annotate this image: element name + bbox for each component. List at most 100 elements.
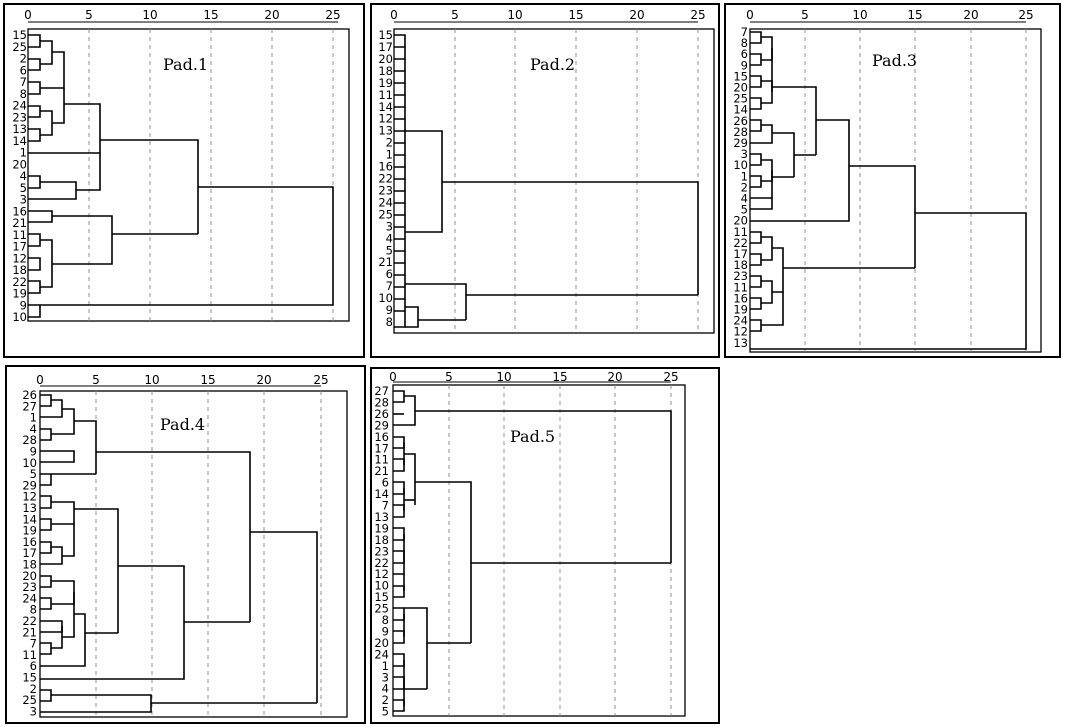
- leaf-label: 25: [733, 92, 748, 106]
- leaf-label: 25: [12, 40, 27, 54]
- leaf-label: 3: [30, 704, 37, 718]
- leaf-label: 12: [12, 251, 27, 265]
- leaf-label: 4: [382, 682, 389, 696]
- tick-label: 0: [390, 8, 398, 22]
- leaf-label: 4: [741, 192, 748, 206]
- leaf-label: 15: [22, 671, 37, 685]
- leaf-label: 13: [733, 336, 748, 350]
- leaf-label: 8: [386, 315, 393, 329]
- leaf-label: 3: [20, 193, 27, 207]
- tick-label: 25: [690, 8, 705, 22]
- x-ticks: 0 5 10 15 20 25: [36, 373, 328, 387]
- leaf-label: 14: [12, 134, 27, 148]
- leaf-label: 16: [378, 160, 393, 174]
- panel-frame: [370, 367, 720, 724]
- leaf-label: 21: [378, 255, 393, 269]
- leaf-label: 21: [22, 625, 37, 639]
- leaf-label: 5: [386, 243, 393, 257]
- leaf-label: 10: [378, 291, 393, 305]
- leaf-label: 20: [733, 81, 748, 95]
- tick-label: 0: [36, 373, 44, 387]
- leaf-label: 16: [733, 291, 748, 305]
- tick-label: 5: [451, 8, 459, 22]
- tick-label: 15: [200, 373, 215, 387]
- panel-title: Pad.2: [530, 55, 575, 74]
- leaf-label: 5: [382, 705, 389, 719]
- leaf-label: 17: [22, 546, 37, 560]
- panel-pad2: 0 5 10 15 20 25 Pad.2 151720181911141213…: [370, 3, 720, 358]
- leaf-label: 6: [30, 659, 37, 673]
- leaf-label: 13: [374, 510, 389, 524]
- leaf-label: 19: [733, 303, 748, 317]
- tick-label: 20: [256, 373, 271, 387]
- leaf-label: 14: [733, 103, 748, 117]
- leaf-label: 12: [374, 567, 389, 581]
- panel-title: Pad.3: [872, 51, 917, 70]
- leaf-label: 20: [378, 52, 393, 66]
- leaf-label: 15: [374, 590, 389, 604]
- leaf-label: 4: [386, 231, 393, 245]
- leaf-label: 20: [22, 569, 37, 583]
- dendrogram-links: [393, 390, 672, 712]
- dendrogram-links: [40, 394, 318, 713]
- leaf-label: 22: [374, 556, 389, 570]
- leaf-label: 27: [374, 384, 389, 398]
- grid-lines: [95, 391, 322, 717]
- leaf-label: 28: [733, 125, 748, 139]
- leaf-label: 23: [12, 110, 27, 124]
- plot-area: [749, 28, 1042, 353]
- leaf-label: 13: [378, 124, 393, 138]
- leaf-label: 8: [30, 603, 37, 617]
- leaf-label: 20: [733, 214, 748, 228]
- leaf-label: 12: [22, 490, 37, 504]
- leaf-label: 19: [378, 76, 393, 90]
- leaf-label: 9: [741, 58, 748, 72]
- leaf-label: 2: [30, 682, 37, 696]
- x-ticks: 0 5 10 15 20 25: [746, 8, 1033, 22]
- leaf-label: 12: [733, 325, 748, 339]
- leaf-label: 6: [741, 47, 748, 61]
- leaf-label: 9: [386, 303, 393, 317]
- leaf-label: 22: [12, 275, 27, 289]
- leaf-label: 2: [20, 52, 27, 66]
- leaf-labels: 1517201819111412132116222324253452167109…: [378, 28, 393, 329]
- leaf-label: 17: [733, 247, 748, 261]
- panel-pad1: 0 5 10 15 20 25 Pad.1 152526782423131412…: [3, 3, 365, 358]
- panel-title: Pad.5: [510, 427, 555, 446]
- leaf-label: 6: [382, 476, 389, 490]
- leaf-label: 13: [12, 122, 27, 136]
- leaf-label: 16: [374, 430, 389, 444]
- leaf-label: 22: [22, 614, 37, 628]
- x-ticks: 0 5 10 15 20 25: [24, 8, 340, 22]
- leaf-label: 9: [20, 298, 27, 312]
- leaf-label: 1: [741, 169, 748, 183]
- leaf-label: 19: [12, 287, 27, 301]
- leaf-label: 22: [378, 172, 393, 186]
- leaf-label: 6: [386, 267, 393, 281]
- leaf-label: 8: [20, 87, 27, 101]
- leaf-label: 24: [733, 314, 748, 328]
- leaf-label: 7: [386, 279, 393, 293]
- leaf-label: 14: [378, 100, 393, 114]
- dendrogram-links: [750, 31, 1027, 350]
- leaf-label: 6: [20, 63, 27, 77]
- leaf-label: 20: [374, 636, 389, 650]
- leaf-label: 11: [733, 280, 748, 294]
- leaf-labels: 2728262916171121614713191823221210152589…: [374, 384, 389, 719]
- tick-label: 25: [663, 370, 678, 384]
- leaf-label: 11: [12, 228, 27, 242]
- grid-lines: [454, 29, 699, 333]
- leaf-label: 23: [733, 269, 748, 283]
- leaf-label: 4: [30, 422, 37, 436]
- leaf-label: 8: [741, 36, 748, 50]
- leaf-label: 19: [22, 524, 37, 538]
- leaf-label: 13: [22, 501, 37, 515]
- leaf-label: 1: [30, 411, 37, 425]
- tick-label: 10: [496, 370, 511, 384]
- leaf-label: 18: [12, 263, 27, 277]
- panel-title: Pad.4: [160, 415, 205, 434]
- leaf-label: 21: [374, 464, 389, 478]
- tick-label: 25: [313, 373, 328, 387]
- leaf-label: 27: [22, 399, 37, 413]
- panel-frame: [370, 3, 720, 358]
